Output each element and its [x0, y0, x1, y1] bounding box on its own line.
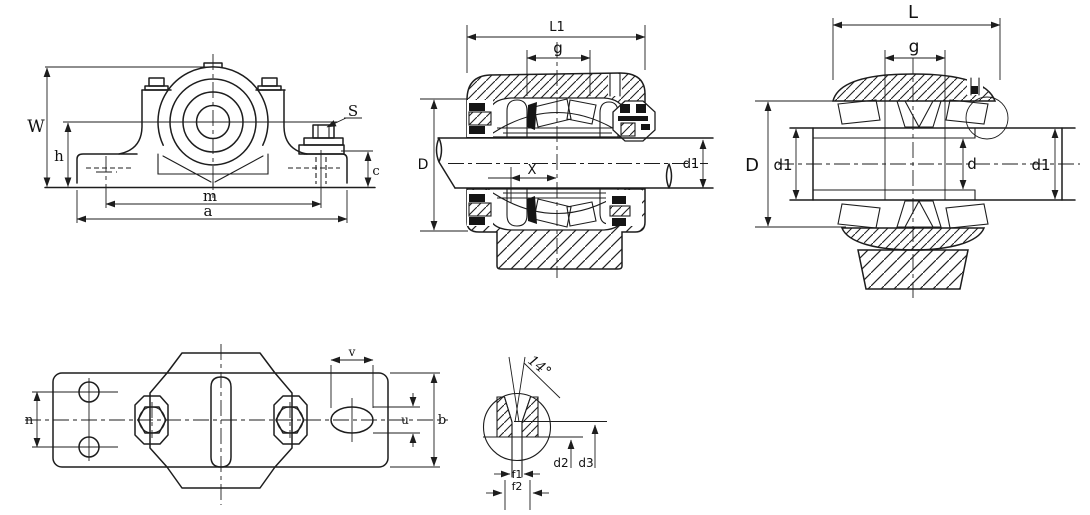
outer-ring-upper [832, 73, 997, 102]
seal-left-upper [467, 100, 493, 137]
dim-label-f1: f1 [512, 468, 523, 481]
dim-label-d1: d1 [683, 157, 700, 172]
dim-label-f2: f2 [512, 480, 523, 493]
housing-section-dimensions: L1 g D X d1 [418, 20, 707, 232]
detail-bubble-circle [482, 392, 552, 462]
dim-label-d: d [967, 155, 977, 173]
bearing-centerlines [778, 58, 1080, 300]
housing-section-view: L1 g D X d1 [418, 20, 714, 278]
dim-label-g: g [553, 39, 563, 57]
hidden-lines [86, 156, 340, 190]
dim-label-a: a [204, 202, 213, 220]
cap-bolt-right [273, 395, 308, 445]
seal-right-lower [606, 190, 642, 226]
dim-label-D: D [418, 157, 429, 173]
base-plan-dimensions: n v u b [25, 345, 446, 468]
dim-label-v: v [348, 345, 356, 359]
dim-label-c: c [372, 164, 379, 179]
grease-bolt-assembly [298, 124, 345, 155]
bearing-section-view: L g D d1 d d1 [745, 2, 1080, 300]
center-slot [210, 376, 232, 468]
anchor-holes [32, 378, 374, 461]
shaft-break-mark [665, 163, 673, 189]
shaft-section [435, 137, 714, 189]
dim-label-d1-left: d1 [773, 156, 792, 174]
dim-label-W: W [27, 117, 45, 137]
dim-label-u: u [401, 413, 409, 427]
front-view: W h S c m a [27, 54, 380, 223]
dim-label-d3: d3 [578, 456, 593, 470]
dim-label-b: b [438, 413, 446, 428]
housing-plan-outline [149, 352, 293, 489]
dim-label-L: L [908, 2, 918, 23]
bearing-internals-upper [492, 98, 622, 138]
dim-label-S: S [348, 102, 358, 120]
dim-label-m: m [203, 187, 217, 205]
base-centerlines [25, 344, 448, 505]
dim-label-angle: 14° [525, 353, 554, 381]
detail-section [483, 396, 607, 510]
detail-dimensions: f1 f2 d2 d3 [486, 424, 599, 497]
front-view-dimensions: W h S c m a [27, 54, 380, 223]
grease-hole-detail-view: 14° f1 f2 d2 d3 [482, 353, 607, 510]
dim-label-L1: L1 [549, 20, 565, 35]
dim-label-n: n [25, 413, 34, 428]
locating-ring-bubble [612, 100, 656, 142]
dim-label-d1-right: d1 [1031, 156, 1050, 174]
detail-reference-circle [965, 96, 1009, 140]
seal-left-lower [467, 190, 493, 226]
dim-label-X: X [528, 163, 537, 178]
dim-label-h: h [54, 147, 64, 165]
section-centerlines [448, 42, 708, 278]
dim-label-D2: D [745, 155, 759, 176]
rollers-upper [837, 99, 989, 128]
dim-label-g2: g [909, 37, 920, 57]
base-plan-view: n v u b [25, 344, 448, 505]
rollers-lower [837, 200, 989, 229]
bearing-section-dimensions: L g D d1 d d1 [745, 2, 1059, 228]
dim-label-d2: d2 [553, 456, 568, 470]
